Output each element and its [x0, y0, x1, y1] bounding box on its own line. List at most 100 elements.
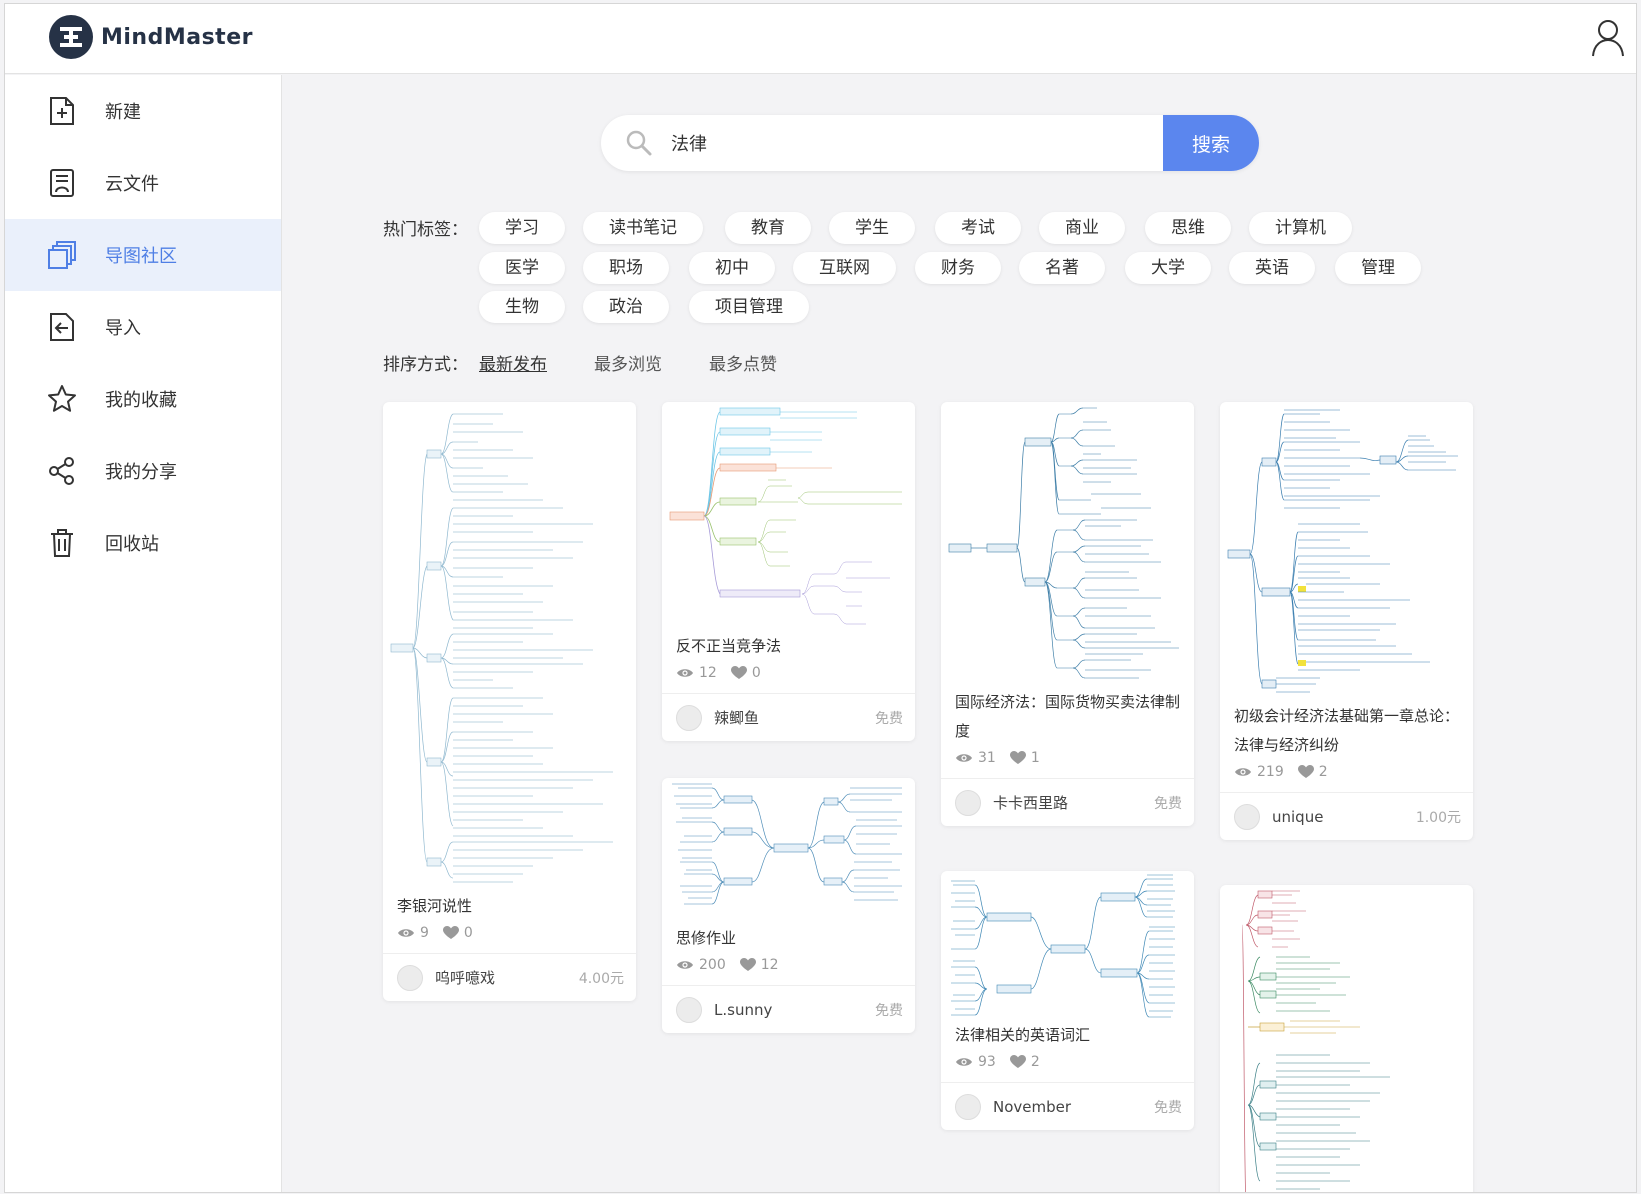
sidebar-item-favorites[interactable]: 我的收藏	[5, 363, 281, 435]
view-count: 200	[699, 957, 726, 973]
view-count: 31	[978, 750, 996, 766]
tag-item[interactable]: 生物	[479, 291, 565, 323]
price-label: 免费	[875, 1002, 903, 1019]
tag-item[interactable]: 职场	[583, 252, 669, 284]
heart-icon	[739, 958, 756, 971]
avatar[interactable]	[676, 704, 702, 731]
eye-icon	[956, 754, 972, 762]
card-title: 国际经济法：国际货物买卖法律制度	[955, 693, 1181, 740]
sidebar-item-label: 云文件	[105, 174, 159, 195]
card-stats: 9 0	[383, 921, 636, 953]
search-input[interactable]	[671, 125, 1141, 161]
author-name[interactable]: L.sunny	[714, 1000, 773, 1019]
tag-item[interactable]: 管理	[1335, 252, 1421, 284]
heart-icon	[1009, 751, 1026, 764]
sort-option-most-liked[interactable]: 最多点赞	[709, 355, 777, 375]
tag-item[interactable]: 思维	[1145, 212, 1231, 244]
author-name[interactable]: November	[993, 1097, 1072, 1116]
card-stats: 200 12	[662, 953, 915, 985]
mindmap-card[interactable]: 李银河说性 9 0 呜呼噫戏 4.00元	[383, 402, 636, 1001]
card-stats: 12 0	[662, 661, 915, 693]
heart-icon	[442, 926, 459, 939]
main-content: 搜索 热门标签： 学习 读书笔记 教育 学生 考试 商业 思维 计算机 医学 职…	[283, 75, 1636, 1192]
view-count: 9	[420, 925, 429, 941]
sidebar-item-label: 我的收藏	[105, 390, 177, 411]
card-stats: 219 2	[1220, 760, 1473, 792]
tag-item[interactable]: 大学	[1125, 252, 1211, 284]
avatar[interactable]	[397, 964, 423, 991]
sidebar: 新建 云文件 导图社区 导入 我的收藏	[5, 75, 282, 1192]
mindmap-card[interactable]: 思修作业 200 12 L.sunny 免费	[662, 778, 915, 1033]
author-name[interactable]: unique	[1272, 807, 1324, 826]
sidebar-item-community[interactable]: 导图社区	[5, 219, 281, 291]
tag-item[interactable]: 学生	[829, 212, 915, 244]
search-button[interactable]: 搜索	[1163, 115, 1259, 171]
heart-icon	[1297, 765, 1314, 778]
mindmap-card[interactable]: 初级会计经济法基础第一章总论：法律与经济纠纷 219 2 unique 1.00…	[1220, 402, 1473, 840]
sidebar-item-shares[interactable]: 我的分享	[5, 435, 281, 507]
sidebar-item-import[interactable]: 导入	[5, 291, 281, 363]
mindmap-card[interactable]	[1220, 885, 1473, 1192]
sort-option-newest[interactable]: 最新发布	[479, 355, 547, 375]
new-file-icon	[47, 96, 77, 126]
card-title: 思修作业	[676, 929, 737, 947]
tag-item[interactable]: 初中	[689, 252, 775, 284]
eye-icon	[677, 961, 693, 969]
mindmap-thumbnail	[390, 413, 613, 883]
sidebar-item-label: 回收站	[105, 534, 159, 555]
mindmap-card[interactable]: 国际经济法：国际货物买卖法律制度 31 1 卡卡西里路 免费	[941, 402, 1194, 826]
tag-item[interactable]: 考试	[935, 212, 1021, 244]
tag-item[interactable]: 读书笔记	[583, 212, 703, 244]
avatar[interactable]	[955, 789, 981, 816]
user-icon[interactable]	[1590, 18, 1626, 58]
tag-item[interactable]: 学习	[479, 212, 565, 244]
like-count: 2	[1030, 1054, 1040, 1070]
sidebar-item-cloud-files[interactable]: 云文件	[5, 147, 281, 219]
eye-icon	[398, 929, 414, 937]
author-name[interactable]: 辣鲫鱼	[714, 709, 760, 727]
sort-label: 排序方式：	[383, 355, 468, 375]
top-header: MindMaster	[5, 4, 1636, 74]
eye-icon	[1235, 768, 1251, 776]
tag-item[interactable]: 医学	[479, 252, 565, 284]
logo-text: MindMaster	[101, 24, 253, 50]
tag-item[interactable]: 商业	[1039, 212, 1125, 244]
tag-item[interactable]: 名著	[1019, 252, 1105, 284]
author-name[interactable]: 卡卡西里路	[993, 794, 1069, 812]
share-icon	[47, 456, 77, 486]
hot-tags-label: 热门标签：	[383, 220, 468, 240]
logo-icon	[49, 15, 93, 59]
author-name[interactable]: 呜呼噫戏	[435, 969, 496, 987]
like-count: 12	[760, 957, 779, 973]
sidebar-item-new[interactable]: 新建	[5, 75, 281, 147]
mindmap-thumbnail	[669, 407, 902, 625]
sidebar-item-label: 我的分享	[105, 462, 177, 483]
avatar[interactable]	[676, 996, 702, 1023]
tag-item[interactable]: 项目管理	[689, 291, 809, 323]
avatar[interactable]	[1234, 803, 1260, 830]
tag-item[interactable]: 财务	[915, 252, 1001, 284]
price-label: 4.00元	[578, 970, 624, 987]
logo: MindMaster	[49, 15, 253, 59]
mindmap-card[interactable]: 反不正当竞争法 12 0 辣鲫鱼 免费	[662, 402, 915, 741]
view-count: 219	[1257, 764, 1284, 780]
heart-icon	[730, 666, 747, 679]
mindmap-thumbnail	[948, 407, 1179, 679]
price-label: 1.00元	[1415, 809, 1461, 826]
avatar[interactable]	[955, 1093, 981, 1120]
mindmap-thumbnail	[951, 874, 1175, 1018]
tag-item[interactable]: 计算机	[1249, 212, 1352, 244]
sort-option-most-viewed[interactable]: 最多浏览	[594, 355, 662, 375]
card-title: 初级会计经济法基础第一章总论：法律与经济纠纷	[1234, 707, 1460, 754]
tag-item[interactable]: 政治	[583, 291, 669, 323]
tag-item[interactable]: 英语	[1229, 252, 1315, 284]
cloud-file-icon	[47, 168, 77, 198]
mindmap-card[interactable]: 法律相关的英语词汇 93 2 November 免费	[941, 871, 1194, 1130]
price-label: 免费	[1154, 795, 1182, 812]
tag-item[interactable]: 互联网	[793, 252, 896, 284]
view-count: 93	[978, 1054, 996, 1070]
import-icon	[47, 312, 77, 342]
tag-item[interactable]: 教育	[725, 212, 811, 244]
card-footer: 呜呼噫戏 4.00元	[383, 953, 636, 1001]
sidebar-item-trash[interactable]: 回收站	[5, 507, 281, 579]
